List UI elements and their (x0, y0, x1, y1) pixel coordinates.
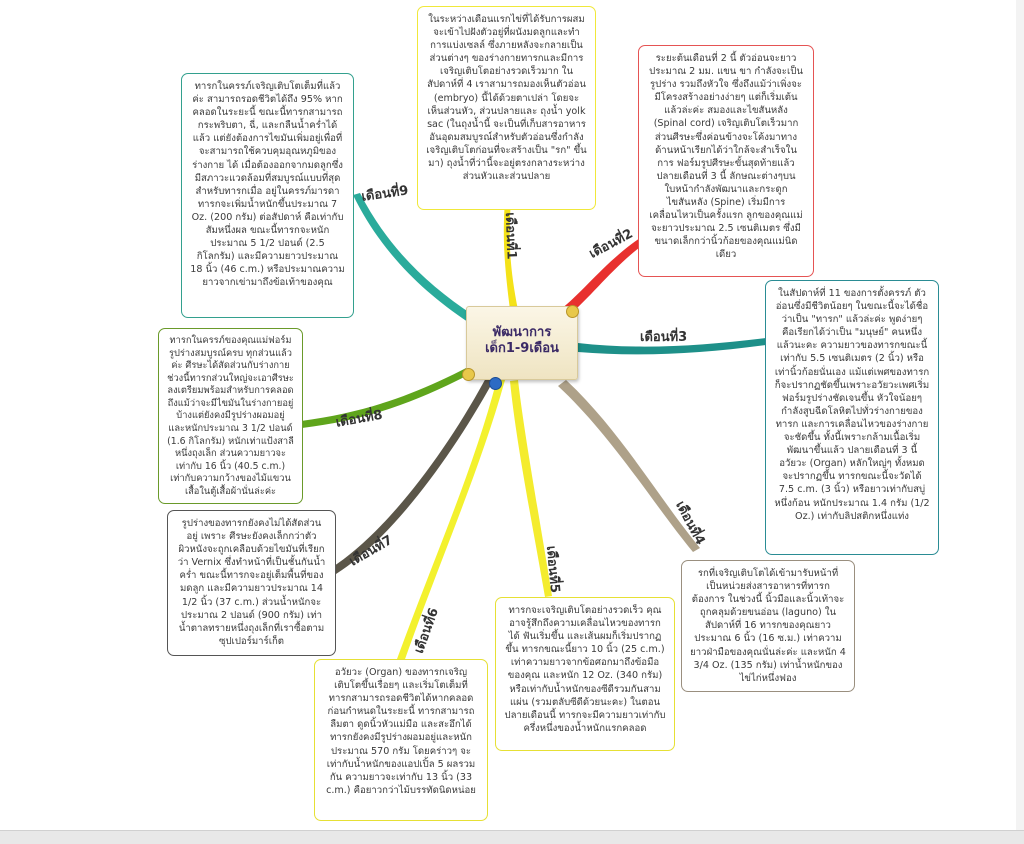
branch-line-month-5 (510, 380, 552, 597)
branch-line-month-7 (331, 376, 495, 574)
branch-line-month-6 (397, 379, 505, 662)
branch-line-month-8 (301, 366, 474, 428)
branch-line-month-4 (558, 380, 700, 552)
note-month-1-text: ในระหว่างเดือนแรกไข่ที่ได้รับการผสมจะเข้… (426, 14, 587, 183)
label-month-5: เดือนที่5 (543, 545, 563, 594)
note-month-9-text: ทารกในครรภ์เจริญเติบโตเต็มที่แล้วค่ะ สาม… (190, 81, 345, 289)
note-month-2-text: ระยะต้นเดือนที่ 2 นี้ ตัวอ่อนจะยาวประมาณ… (649, 53, 803, 261)
note-month-9[interactable]: ทารกในครรภ์เจริญเติบโตเต็มที่แล้วค่ะ สาม… (181, 73, 354, 318)
center-topic[interactable]: พัฒนาการ เด็ก1-9เดือน (466, 306, 578, 380)
note-month-7-text: รูปร่างของทารกยังคงไม่ได้สัดส่วนอยู่ เพร… (177, 518, 326, 647)
vertical-scrollbar[interactable] (1016, 0, 1024, 830)
note-month-6[interactable]: อวัยวะ (Organ) ของทารกเจริญเติบโตขึ้นเรื… (314, 659, 488, 821)
horizontal-scrollbar[interactable] (0, 830, 1024, 844)
note-month-2[interactable]: ระยะต้นเดือนที่ 2 นี้ ตัวอ่อนจะยาวประมาณ… (638, 45, 814, 277)
pin-icon (489, 377, 502, 390)
note-month-3-text: ในสัปดาห์ที่ 11 ของการตั้งครรภ์ ตัวอ่อนซ… (774, 288, 930, 522)
note-month-4-text: รกที่เจริญเติบโตได้เข้ามารับหน้าที่เป็นห… (690, 568, 846, 684)
note-month-8-text: ทารกในครรภ์ของคุณแม่ฟอร์มรูปร่างสมบูรณ์ค… (167, 335, 294, 497)
branch-line-month-1 (503, 200, 518, 310)
center-title-line2: เด็ก1-9เดือน (485, 341, 559, 356)
note-month-6-text: อวัยวะ (Organ) ของทารกเจริญเติบโตขึ้นเรื… (326, 667, 476, 796)
note-month-5-text: ทารกจะเจริญเติบโตอย่างรวดเร็ว คุณอาจรู้ส… (504, 605, 666, 734)
note-month-4[interactable]: รกที่เจริญเติบโตได้เข้ามารับหน้าที่เป็นห… (681, 560, 855, 692)
pin-icon (566, 305, 579, 318)
note-month-1[interactable]: ในระหว่างเดือนแรกไข่ที่ได้รับการผสมจะเข้… (417, 6, 596, 210)
note-month-3[interactable]: ในสัปดาห์ที่ 11 ของการตั้งครรภ์ ตัวอ่อนซ… (765, 280, 939, 555)
note-month-8[interactable]: ทารกในครรภ์ของคุณแม่ฟอร์มรูปร่างสมบูรณ์ค… (158, 328, 303, 504)
pin-icon (462, 368, 475, 381)
label-month-3: เดือนที่3 (640, 330, 688, 345)
branch-line-month-3 (578, 338, 766, 355)
label-month-1: เดือนที่1 (502, 212, 519, 260)
note-month-7[interactable]: รูปร่างของทารกยังคงไม่ได้สัดส่วนอยู่ เพร… (167, 510, 336, 656)
branch-line-month-2 (560, 238, 644, 316)
center-title-line1: พัฒนาการ (492, 325, 552, 340)
branch-line-month-9 (353, 193, 473, 322)
note-month-5[interactable]: ทารกจะเจริญเติบโตอย่างรวดเร็ว คุณอาจรู้ส… (495, 597, 675, 751)
